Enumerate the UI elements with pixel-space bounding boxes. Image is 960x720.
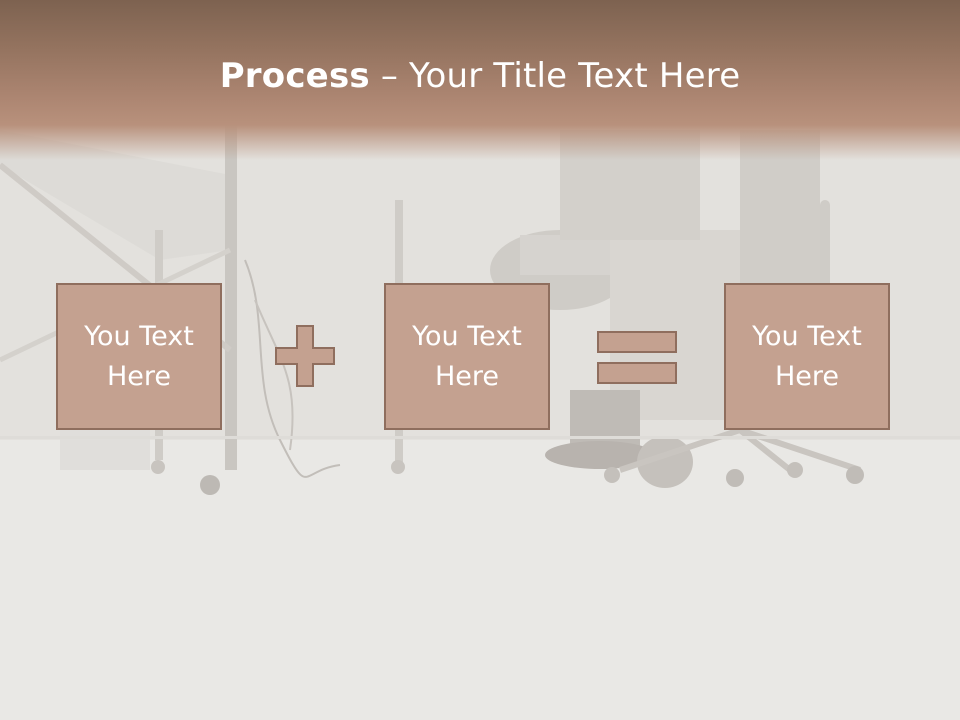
process-box-1-label: You Text Here — [84, 320, 194, 392]
title-band — [0, 0, 960, 160]
equals-icon — [597, 331, 677, 384]
process-box-3-label: You Text Here — [752, 320, 862, 392]
title-bold: Process — [219, 56, 370, 96]
process-box-2-label: You Text Here — [412, 320, 522, 392]
process-box-1[interactable]: You Text Here — [56, 283, 222, 430]
plus-icon — [275, 325, 335, 387]
process-box-2[interactable]: You Text Here — [384, 283, 550, 430]
title-rest: – Your Title Text Here — [369, 56, 741, 96]
slide-title: Process – Your Title Text Here — [0, 54, 960, 98]
process-box-3[interactable]: You Text Here — [724, 283, 890, 430]
